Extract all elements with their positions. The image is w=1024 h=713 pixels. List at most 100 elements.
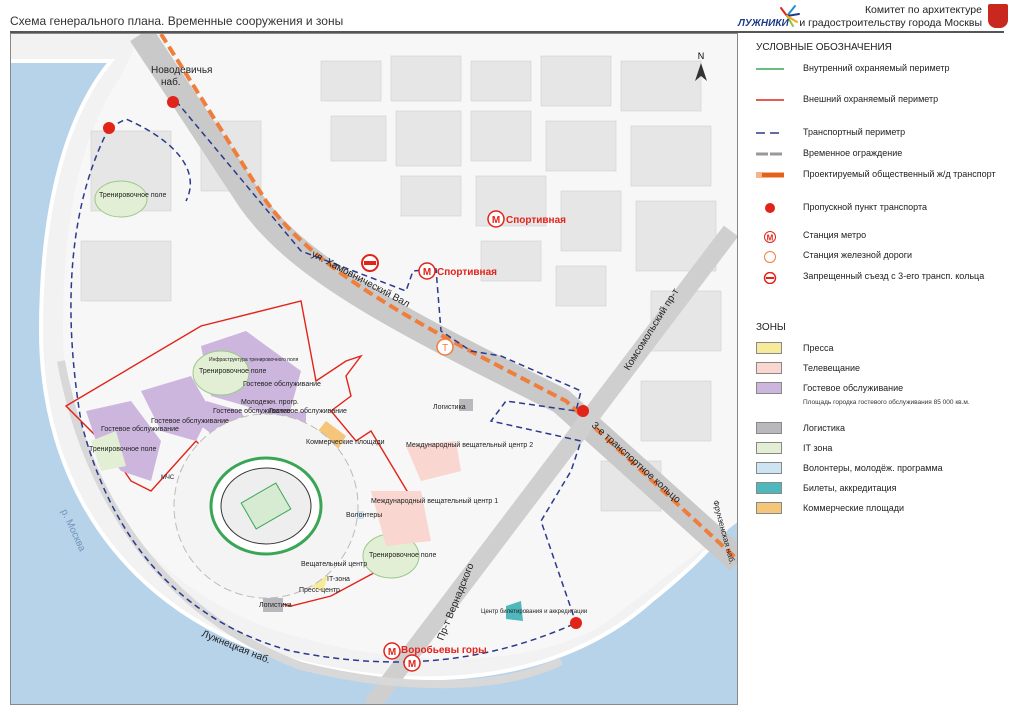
railway-icon [764, 251, 776, 263]
legend-label: Коммерческие площади [803, 503, 905, 513]
no-entry-icon [763, 272, 777, 284]
zone-tv-legend: Телевещание [750, 362, 1020, 376]
legend-label: Временное ограждение [803, 148, 903, 158]
legend-label: Внешний охраняемый периметр [803, 94, 939, 104]
label-ibc1: Международный вещательный центр 1 [371, 497, 498, 505]
label-guest: Гостевое обслуживание [269, 407, 347, 415]
outer-perimeter [64, 300, 417, 607]
north-arrow-icon [695, 63, 707, 81]
luzhniki-logo [780, 5, 800, 27]
zone-guest [141, 376, 211, 441]
metro-letter: М [492, 215, 500, 226]
luzhniki-stadium [173, 413, 359, 599]
label-vorobyovy: Воробьевы горы [401, 644, 487, 656]
svg-text:M: M [767, 234, 774, 243]
label-guest: Гостевое обслуживание [243, 380, 321, 388]
label-training-field: Тренировочное поле [99, 192, 166, 199]
zone-commercial-legend: Коммерческие площади [750, 502, 1020, 516]
legend-item-outer-perimeter: Внешний охраняемый периметр [750, 93, 1020, 107]
zone-logistics-legend: Логистика [750, 422, 1020, 436]
header-divider [10, 31, 1004, 33]
legend-label: Станция метро [803, 230, 867, 240]
river-moskva [11, 61, 737, 704]
master-plan-map[interactable]: М М М М Т N Новодевичья наб. ул. Хамовни… [10, 33, 738, 705]
map-canvas: М М М М Т N Новодевичья наб. ул. Хамовни… [11, 34, 737, 704]
legend-item-transport-perimeter: Транспортный периметр [750, 126, 1020, 140]
legend-label: Проектируемый общественный ж/д транспорт [803, 169, 996, 179]
zone-press-legend: Пресса [750, 342, 1020, 356]
guest-area-note: Площадь городка гостевого обслуживания 8… [803, 399, 970, 406]
zone-it-training [192, 350, 250, 396]
legend-label: Транспортный периметр [803, 127, 906, 137]
swatch [756, 422, 782, 434]
label-press: Пресс-центр [299, 587, 340, 594]
legend-title: УСЛОВНЫЕ ОБОЗНАЧЕНИЯ [756, 42, 892, 53]
swatch [756, 362, 782, 374]
zone-it-legend: IT зона [750, 442, 1020, 456]
swatch [756, 382, 782, 394]
label-infra: Инфраструктура тренировочного поля [209, 357, 299, 363]
label-logistics: Логистика [259, 602, 292, 609]
label-it-zone: IT-зона [327, 576, 350, 583]
swatch [756, 482, 782, 494]
metro-letter: М [388, 647, 396, 658]
label-mchs: МЧС [161, 475, 175, 481]
label-youth: Молодежн. прогр. [241, 399, 299, 406]
label-tickets: Центр билетирования и аккредитации [481, 609, 587, 615]
legend-label: Внутренний охраняемый периметр [803, 63, 950, 73]
zone-volunteers-legend: Волонтеры, молодёж. программа [750, 462, 1020, 476]
logo-text: ЛУЖНИКИ [738, 18, 789, 29]
legend-label: Станция железной дороги [803, 250, 913, 260]
legend-label: Запрещенный съезд с 3-его трансп. кольца [803, 271, 985, 281]
zone-logistics [459, 399, 473, 411]
north-label: N [698, 51, 705, 61]
legend-item-metro: M Станция метро [750, 229, 1020, 243]
label-sportivnaya: Спортивная [437, 267, 497, 278]
label-broadcast: Вещательный центр [301, 560, 367, 568]
legend-label: Волонтеры, молодёж. программа [803, 463, 943, 473]
green-line-icon [756, 68, 784, 70]
blue-dashed-line-icon [756, 132, 784, 134]
legend-item-temp-fence: Временное ограждение [750, 147, 1020, 161]
committee-line-2: и градостроительству города Москвы [799, 17, 982, 29]
checkpoint-dot-icon [765, 203, 775, 213]
no-exit-icon [361, 254, 379, 272]
legend-label: Телевещание [803, 363, 861, 373]
transport-checkpoints [103, 96, 589, 629]
legend-label: Пропускной пункт транспорта [803, 202, 928, 212]
metro-letter: М [408, 659, 416, 670]
red-line-icon [756, 99, 784, 101]
zone-guest-legend: Гостевое обслуживание [750, 382, 1020, 396]
road-khamovnichesky [130, 34, 737, 571]
zone-tickets [506, 601, 523, 621]
label-nab: наб. [161, 76, 181, 88]
label-training-field: Тренировочное поле [89, 446, 156, 453]
orange-rail-line-icon [756, 172, 784, 178]
label-commercial: Коммерческие площади [306, 439, 385, 446]
legend-item-no-exit: Запрещенный съезд с 3-его трансп. кольца [750, 270, 1020, 284]
road-komsomolsky [363, 225, 737, 704]
committee-name: Комитет по архитектуре и градостроительс… [799, 4, 982, 30]
legend-label: Гостевое обслуживание [803, 383, 904, 393]
zone-guest [86, 401, 161, 481]
swatch [756, 442, 782, 454]
zone-it-training [91, 431, 126, 471]
zone-it-training [94, 180, 148, 218]
swatch [756, 342, 782, 354]
metro-letter: М [423, 267, 431, 278]
legend-item-railway: Станция железной дороги [750, 249, 1020, 263]
label-novodevichya: Новодевичья [151, 65, 212, 76]
zone-logistics [263, 598, 283, 612]
metro-icon: M [764, 231, 776, 243]
zone-tv [371, 491, 431, 546]
label-sportivnaya: Спортивная [506, 215, 566, 226]
label-logistics: Логистика [433, 404, 466, 411]
legend-item-inner-perimeter: Внутренний охраняемый периметр [750, 62, 1020, 76]
legend-item-checkpoint: Пропускной пункт транспорта [750, 201, 1020, 215]
metro-station-icon [383, 210, 505, 672]
transport-perimeter [70, 100, 582, 663]
swatch [756, 462, 782, 474]
legend-item-rail: Проектируемый общественный ж/д транспорт [750, 168, 1020, 182]
page-title: Схема генерального плана. Временные соор… [10, 14, 344, 28]
rail-letter: Т [442, 343, 448, 354]
